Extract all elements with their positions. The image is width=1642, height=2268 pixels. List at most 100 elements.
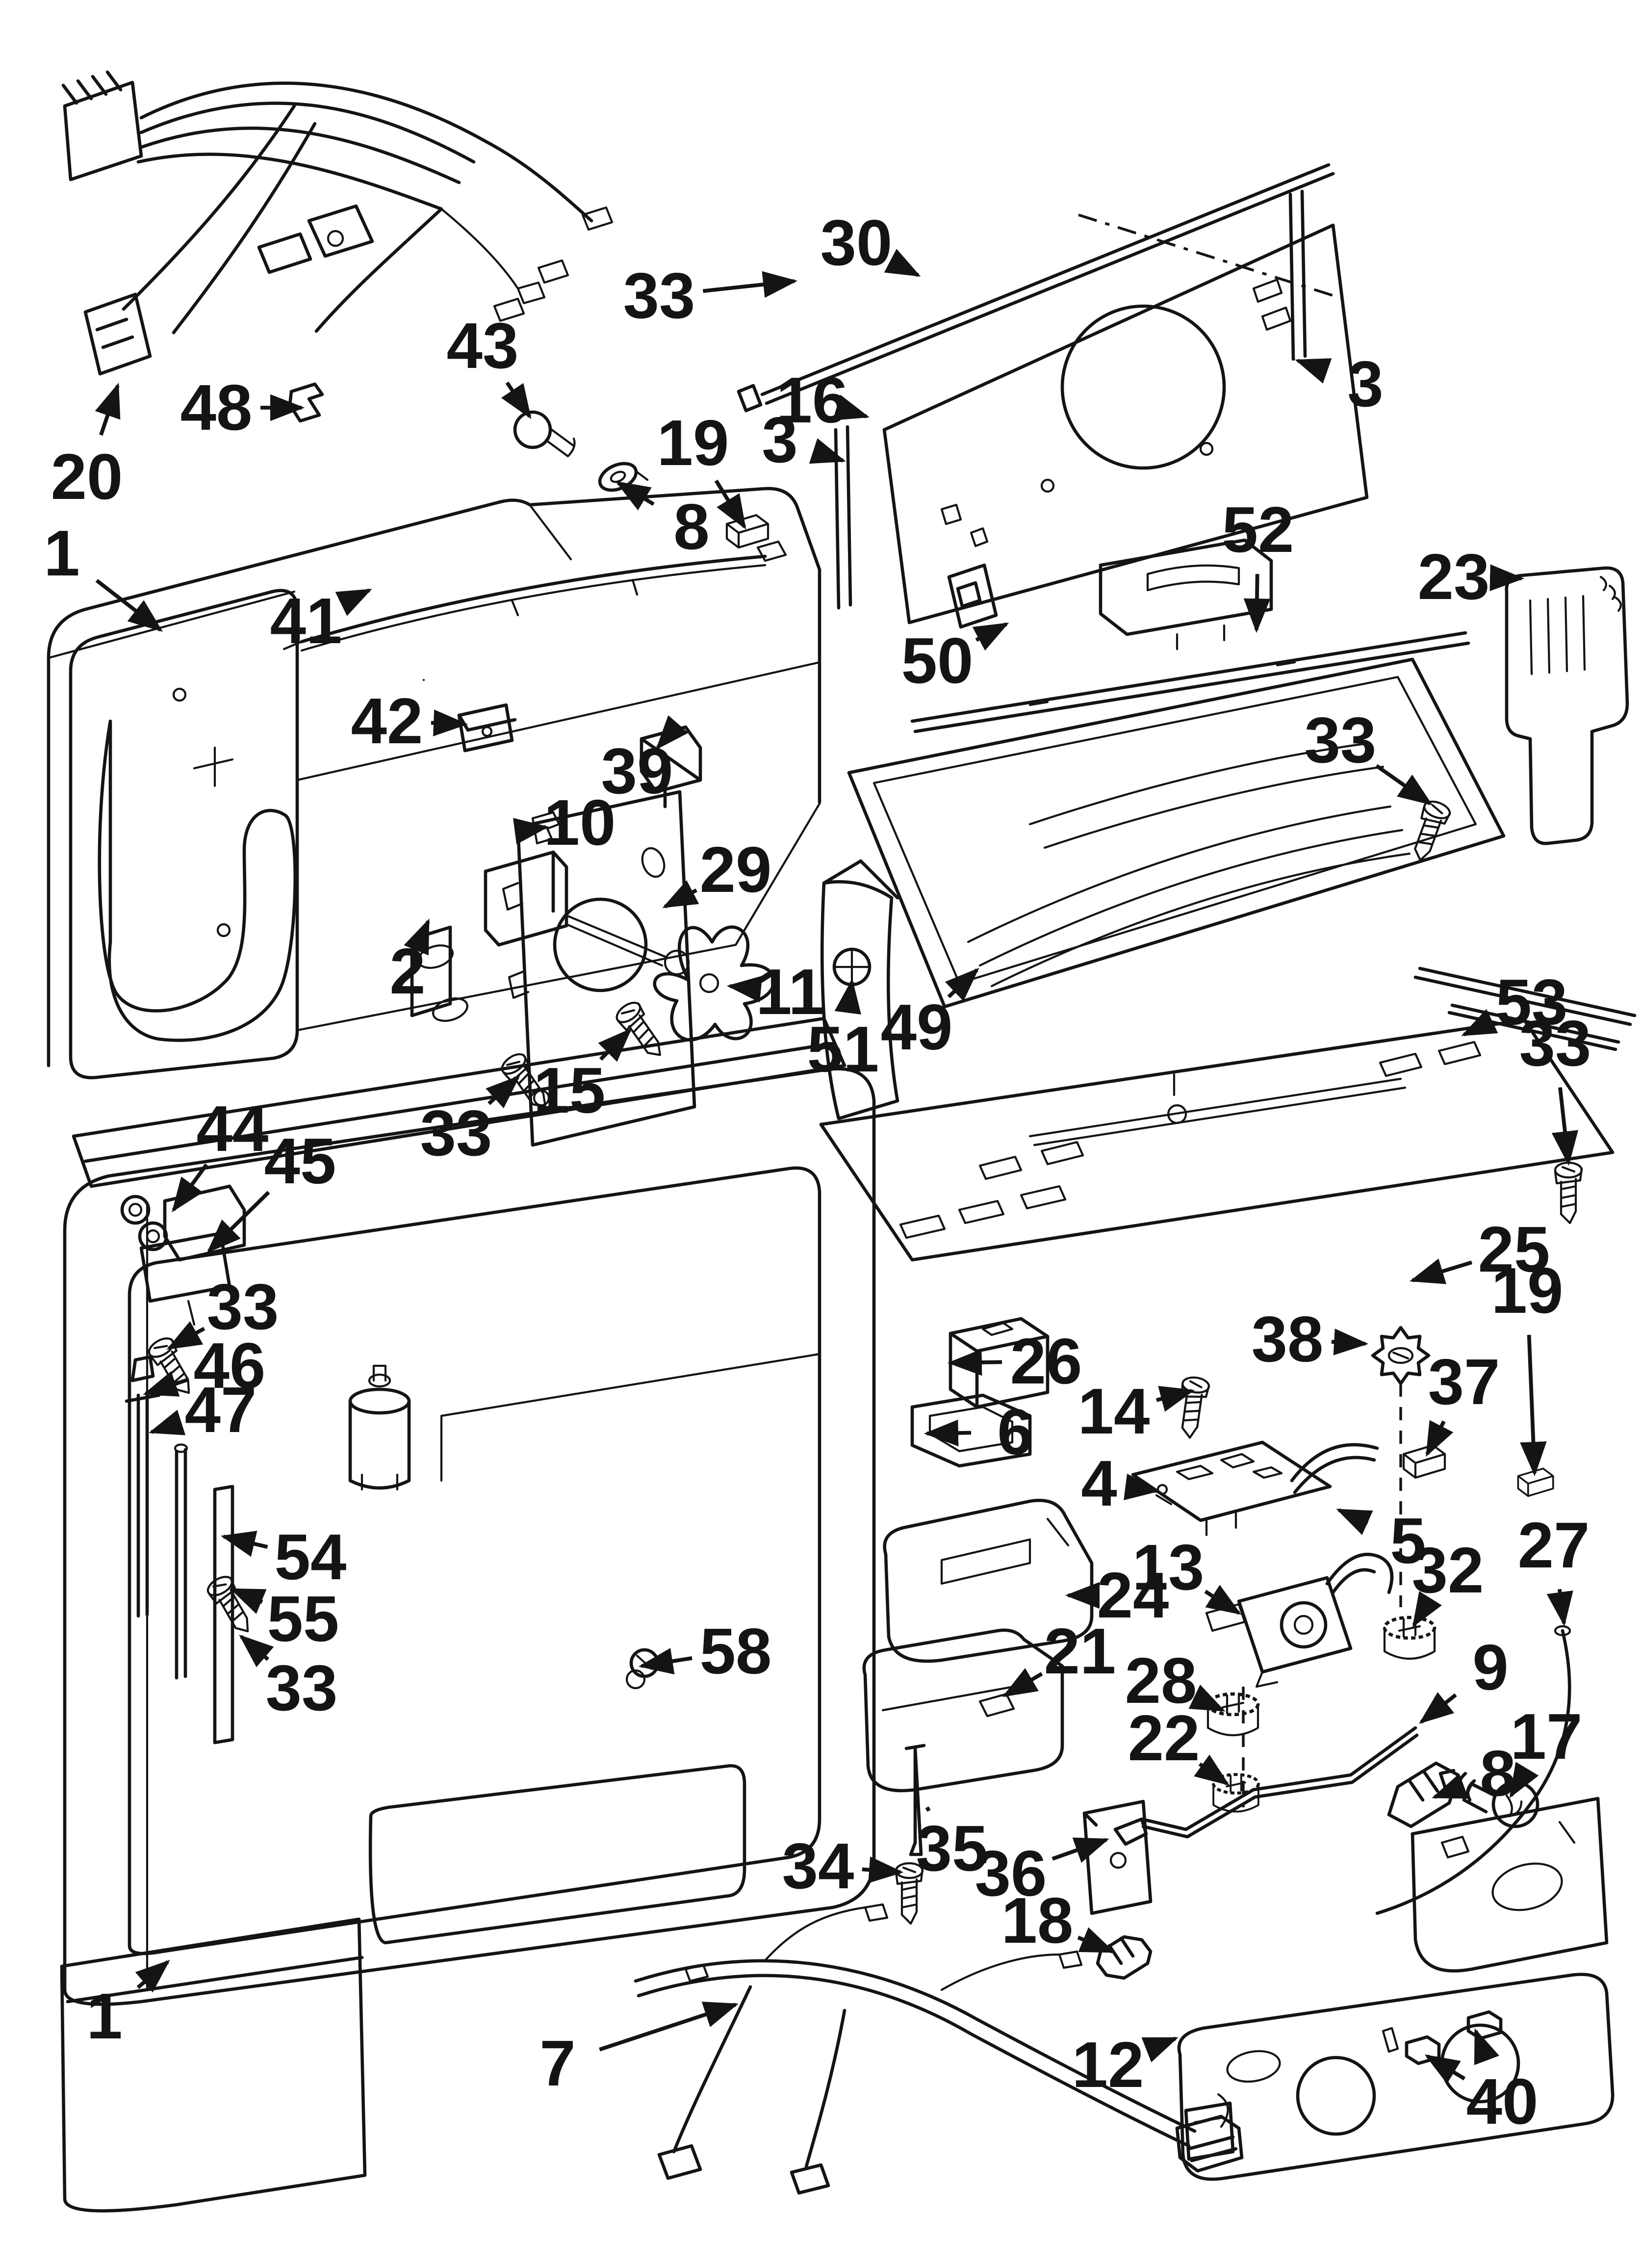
bulb-43-artwork <box>513 410 576 458</box>
callout-label-46-33: 46 <box>194 1330 266 1402</box>
callout-label-24-45: 24 <box>1097 1559 1169 1631</box>
callout-label-50-12: 50 <box>901 625 974 697</box>
callout-leader-18 <box>1077 1927 1115 1954</box>
callout-label-7-55: 7 <box>539 2027 575 2099</box>
evaporator-tray-artwork <box>820 657 1637 1121</box>
callout-label-17-61: 17 <box>1511 1700 1583 1773</box>
callout-label-10-18: 10 <box>544 786 616 859</box>
housing-12-artwork <box>1177 1797 1615 2181</box>
callout-label-13-46: 13 <box>1132 1531 1205 1603</box>
callout-leader-30 <box>884 249 921 277</box>
callout-leader-6 <box>924 1419 972 1447</box>
callout-leader-9 <box>1419 1692 1457 1724</box>
callout-label-40-63: 40 <box>1466 2065 1539 2138</box>
callout-leader-26 <box>947 1349 1002 1376</box>
callout-label-32-58: 32 <box>1412 1534 1484 1606</box>
freezer-liner-artwork <box>47 487 847 1188</box>
callout-leader-3 <box>809 438 846 464</box>
callout-leader-17 <box>1509 1762 1539 1799</box>
duct-8-top-artwork <box>598 462 649 492</box>
harness-41-artwork <box>282 540 787 652</box>
callout-label-18-53: 18 <box>1001 1884 1074 1956</box>
callout-label-44-30: 44 <box>197 1093 269 1165</box>
callout-leader-38 <box>1331 1329 1369 1356</box>
callout-leader-50 <box>972 622 1009 651</box>
callout-label-21-47: 21 <box>1044 1615 1116 1687</box>
callout-label-53-26: 53 <box>1496 966 1568 1038</box>
callout-label-23-11: 23 <box>1418 541 1490 613</box>
callout-label-49-25: 49 <box>881 991 953 1063</box>
callout-label-12-54: 12 <box>1072 2029 1144 2101</box>
callout-label-38-44: 38 <box>1252 1303 1324 1375</box>
callout-label-45-31: 45 <box>264 1125 336 1197</box>
diagram-linework <box>47 70 1637 2213</box>
callout-leader-33 <box>1551 1087 1579 1166</box>
callout-label-4-43: 4 <box>1081 1447 1117 1519</box>
callout-label-34-50: 34 <box>782 1830 854 1902</box>
callout-leader-3 <box>1295 358 1332 384</box>
callout-label-33-32: 33 <box>207 1271 279 1343</box>
callout-leader-2 <box>404 918 430 956</box>
callout-label-19-29: 19 <box>1491 1254 1564 1327</box>
callout-label-2-20: 2 <box>389 935 425 1007</box>
callout-leader-14 <box>1156 1385 1195 1412</box>
strip-55-artwork <box>213 1485 234 1745</box>
callout-label-33-27: 33 <box>1519 1007 1591 1079</box>
callout-label-35-51: 35 <box>916 1812 988 1884</box>
callout-leader-8 <box>1432 1773 1469 1799</box>
callout-leader-36 <box>1052 1837 1109 1863</box>
callout-leader-22 <box>1194 1754 1230 1786</box>
callout-label-16-5: 16 <box>776 364 848 436</box>
callout-leader-40 <box>1424 2054 1466 2084</box>
callout-label-47-34: 47 <box>185 1374 257 1446</box>
callout-leader-40 <box>1474 2028 1500 2065</box>
callout-leader-58 <box>638 1648 693 1675</box>
harness-7-artwork <box>634 1903 1244 2195</box>
callout-label-41-15: 41 <box>270 585 342 657</box>
callout-leader-5 <box>1336 1508 1373 1536</box>
callout-leader-49 <box>945 967 979 1001</box>
callout-label-39-17: 39 <box>601 735 673 807</box>
callout-leader-25 <box>1410 1258 1473 1284</box>
callout-leader-51 <box>834 978 861 1015</box>
callout-label-1-39: 1 <box>86 1980 122 2052</box>
callout-label-3-6: 3 <box>762 404 797 476</box>
callout-label-36-52: 36 <box>975 1837 1047 1909</box>
callout-label-58-38: 58 <box>700 1615 772 1687</box>
callout-leader-35 <box>925 1806 931 1812</box>
callout-label-22-49: 22 <box>1128 1702 1200 1774</box>
grommet-58-artwork <box>625 1648 660 1690</box>
control-cluster-artwork <box>910 1317 1571 1915</box>
callout-leader-13 <box>1204 1585 1242 1615</box>
callout-label-9-60: 9 <box>1472 1631 1508 1703</box>
callout-label-33-37: 33 <box>266 1652 338 1724</box>
callout-leader-10 <box>513 818 549 845</box>
water-valve-artwork <box>120 1184 246 1326</box>
cylinder-54-artwork <box>348 1364 411 1491</box>
callout-label-29-19: 29 <box>700 834 772 906</box>
callout-leader-4 <box>1124 1473 1160 1500</box>
callout-leader-1 <box>95 579 163 632</box>
callout-leader-15 <box>598 1028 632 1062</box>
callout-leader-37 <box>1425 1420 1454 1457</box>
callout-leader-19 <box>1520 1334 1547 1477</box>
callout-label-28-48: 28 <box>1125 1644 1197 1717</box>
callout-label-8-62: 8 <box>1480 1737 1515 1809</box>
callout-leader-46 <box>143 1371 188 1397</box>
callout-label-11-21: 11 <box>756 956 824 1028</box>
callout-leader-16 <box>832 394 870 420</box>
callout-label-43-2: 43 <box>447 310 519 382</box>
rear-panel-artwork <box>737 163 1369 629</box>
callout-leader-29 <box>662 880 699 909</box>
callout-leader-47 <box>149 1409 186 1435</box>
callout-leader-45 <box>206 1191 270 1253</box>
callout-leader-42 <box>431 709 468 736</box>
callout-leader-8 <box>615 481 655 511</box>
callout-label-48-1: 48 <box>180 371 253 443</box>
callout-label-27-59: 27 <box>1518 1509 1590 1581</box>
callout-leader-44 <box>172 1163 208 1213</box>
callout-leader-33 <box>486 1075 520 1109</box>
callout-label-33-3: 33 <box>623 260 695 332</box>
callout-label-55-36: 55 <box>267 1583 339 1655</box>
